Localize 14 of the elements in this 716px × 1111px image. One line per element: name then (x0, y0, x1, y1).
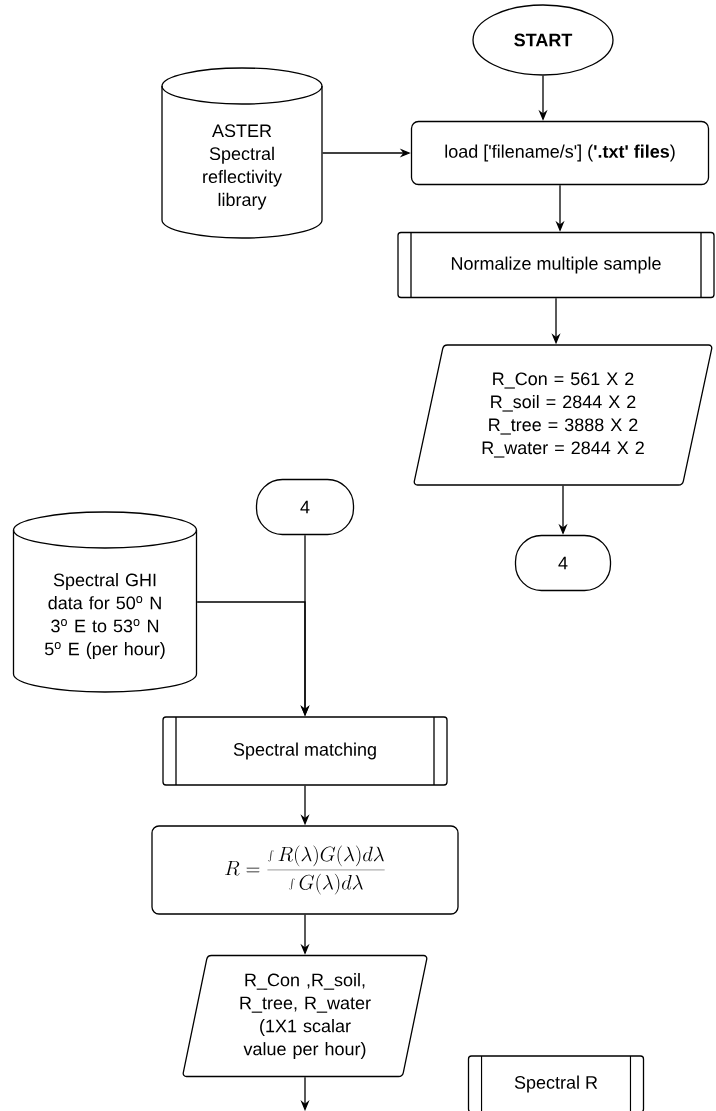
database-cylinder: ASTER Spectral reflectivity library (161, 67, 323, 239)
data-parallelogram: R_Con = 561 X 2 R_soil = 2844 X 2 R_tree = 3888 X 2 R_water = 2844 X 2 (413, 344, 713, 486)
connector-terminal: 4 (514, 534, 612, 592)
data-parallelogram: R_Con ,R_soil, R_tree, R_water (1X1 scalar value per hour) (182, 954, 428, 1078)
formula-box: $R = \frac{\int R(\lambda)G(\lambda)d\lambda}{\int G(\lambda)d\lambda}$ (151, 825, 459, 915)
process-box: load ['filename/s'] ('.txt' files) (410, 120, 710, 186)
subprocess-box: Spectral R (467, 1055, 645, 1111)
subprocess-box: Spectral matching (162, 716, 448, 786)
database-cylinder: Spectral GHI data for 50$^{o}$ N 3$^{o}$ E to 53$^{o}$ N 5$^{o}$ E (per hour) (12, 511, 198, 693)
node-label: Spectral GHI data for 50$^{o}$ N 3$^{o}$ E to 53$^{o}$ N 5$^{o}$ E (per hour) (44, 573, 165, 659)
node-label: ASTER Spectral reflectivity library (203, 124, 282, 210)
connector-terminal: 4 (255, 478, 355, 536)
start-terminal: START (472, 4, 614, 76)
subprocess-box: Normalize multiple sample (397, 231, 715, 299)
